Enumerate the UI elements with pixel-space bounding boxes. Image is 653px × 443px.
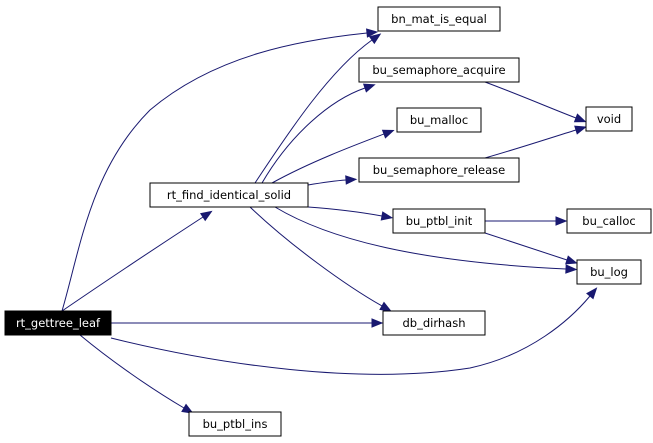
edge-line [484,129,577,159]
node-label: rt_gettree_leaf [16,316,101,330]
edge-rt-find-identical-solid-to-db-dirhash [249,206,392,312]
edge-rt-gettree-leaf-to-db-dirhash [111,318,384,328]
edge-line [79,334,185,409]
edge-arrowhead [371,318,384,328]
edge-rt-find-identical-solid-to-bu-ptbl-init [307,206,394,221]
edge-arrowhead [555,216,568,226]
edge-rt-find-identical-solid-to-bu-semaphore-release [307,175,358,186]
node-label: bn_mat_is_equal [391,12,487,26]
edge-line [254,39,373,184]
node-db-dirhash[interactable]: db_dirhash [382,310,486,336]
edge-arrowhead [345,175,358,185]
edge-arrowhead [366,28,379,38]
node-void[interactable]: void [585,106,633,132]
edge-arrowhead [181,403,194,414]
edge-bu-semaphore-acquire-to-void [484,81,587,123]
edge-bu-semaphore-release-to-void [484,125,587,159]
edge-arrowhead [586,287,598,300]
edge-rt-find-identical-solid-to-bn-mat-is-equal [254,33,382,184]
node-label: bu_semaphore_release [373,163,506,177]
node-bu-semaphore-acquire[interactable]: bu_semaphore_acquire [358,57,520,83]
node-bu-ptbl-ins[interactable]: bu_ptbl_ins [188,411,282,437]
edge-arrowhead [199,210,213,222]
edge-bu-ptbl-init-to-bu-log [484,232,578,265]
node-label: bu_ptbl_ins [203,417,268,431]
edge-rt-gettree-leaf-to-rt-find-identical-solid [61,210,213,312]
edge-rt-gettree-leaf-to-bu-ptbl-ins [79,334,194,414]
edge-line [307,206,383,217]
edge-line [484,81,577,119]
node-bu-calloc[interactable]: bu_calloc [566,208,652,234]
edge-arrowhead [380,211,394,221]
node-label: bu_ptbl_init [406,214,473,228]
edge-bu-ptbl-init-to-bu-calloc [485,216,568,226]
edge-line [307,179,347,186]
edges-layer [61,28,598,414]
node-bu-log[interactable]: bu_log [576,259,642,285]
node-bu-ptbl-init[interactable]: bu_ptbl_init [392,208,486,234]
edge-arrowhead [565,255,578,265]
node-rt-find-identical-solid[interactable]: rt_find_identical_solid [149,182,309,208]
edge-line [61,32,368,312]
edge-rt-find-identical-solid-to-bu-semaphore-acquire [261,83,376,184]
edge-line [484,232,568,261]
edge-arrowhead [379,301,392,312]
node-label: bu_log [590,265,628,279]
edge-arrowhead [573,113,587,123]
node-label: bu_calloc [582,214,635,228]
edge-line [271,133,385,184]
edge-rt-find-identical-solid-to-bu-malloc [271,129,395,184]
edge-line [110,295,591,375]
node-bu-malloc[interactable]: bu_malloc [396,107,482,133]
node-label: void [597,112,621,126]
edge-line [61,216,204,312]
node-label: db_dirhash [403,316,466,330]
edge-arrowhead [362,83,376,93]
node-label: bu_malloc [410,113,468,127]
edge-arrowhead [381,129,395,139]
edge-line [261,87,366,184]
edge-arrowhead [574,125,587,135]
edge-rt-gettree-leaf-to-bu-log [110,287,598,375]
node-bn-mat-is-equal[interactable]: bn_mat_is_equal [377,6,501,32]
edge-arrowhead [565,264,578,274]
edge-arrowhead [368,33,382,45]
node-rt-gettree-leaf[interactable]: rt_gettree_leaf [4,310,112,336]
node-label: rt_find_identical_solid [167,188,291,202]
edge-line [249,206,383,307]
edge-line [274,206,567,270]
edge-rt-find-identical-solid-to-bu-log [274,206,578,274]
node-bu-semaphore-release[interactable]: bu_semaphore_release [358,157,520,183]
edge-rt-gettree-leaf-to-bn-mat-is-equal [61,28,379,312]
node-label: bu_semaphore_acquire [372,63,505,77]
